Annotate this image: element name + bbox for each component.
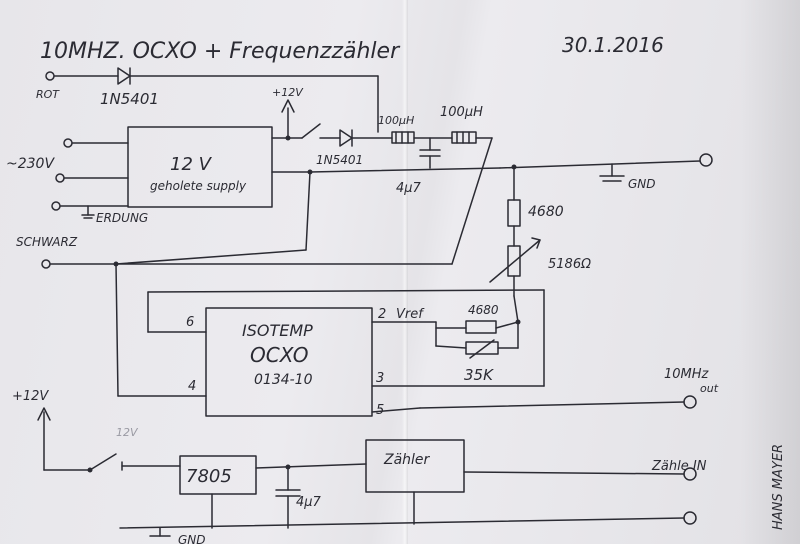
label-7805: 7805 xyxy=(186,466,232,487)
label-gnd-top: GND xyxy=(628,177,656,191)
label-zaehler-in: Zähle IN xyxy=(651,459,707,474)
label-gnd-bottom: GND xyxy=(178,533,206,544)
ocxo-pin5-output xyxy=(371,395,697,413)
label-r35k: 35K xyxy=(464,366,494,384)
counter-input-line xyxy=(463,471,685,475)
ocxo-label-2: OCXO xyxy=(250,343,308,367)
ground-rail-bottom xyxy=(119,511,697,537)
label-r4680-mid: 4680 xyxy=(468,303,499,317)
counter-input-terminal xyxy=(683,467,697,481)
supply-box xyxy=(127,126,273,208)
label-r5186: 5186Ω xyxy=(548,257,591,272)
label-rot: ROT xyxy=(36,88,60,101)
label-switch-faint: 12V xyxy=(116,426,139,439)
mains-inputs xyxy=(51,138,129,219)
label-12v-left: +12V xyxy=(12,389,49,404)
label-inductor-1: 100µH xyxy=(378,114,414,127)
label-10mhz-out-1: 10MHz xyxy=(664,367,710,382)
label-pin2: 2 xyxy=(378,307,386,322)
supply-positive-path xyxy=(271,99,493,265)
vref-divider xyxy=(489,166,541,323)
label-pin6: 6 xyxy=(186,315,194,330)
ocxo-pin2-network xyxy=(371,319,521,359)
label-erdung: ERDUNG xyxy=(96,211,148,225)
label-r4680-top: 4680 xyxy=(528,204,564,220)
ocxo-pin6-wiring xyxy=(147,289,545,387)
supply-label-2: geholete supply xyxy=(150,179,247,193)
bottom-supply xyxy=(37,407,367,529)
label-230v: ~230V xyxy=(6,156,55,172)
label-cap-2: 4µ7 xyxy=(296,495,322,510)
label-schwarz: SCHWARZ xyxy=(16,235,78,249)
label-pin5: 5 xyxy=(376,403,384,418)
label-inductor-2: 100µH xyxy=(440,105,483,120)
schematic-title: 10MHZ. OCXO + Frequenzzähler xyxy=(40,39,401,64)
ground-rail-top xyxy=(115,153,713,265)
label-pin4: 4 xyxy=(188,379,196,394)
ocxo-label-1: ISOTEMP xyxy=(242,321,313,340)
label-cap-1: 4µ7 xyxy=(396,181,422,196)
author-signature: HANS MAYER xyxy=(771,444,786,530)
ocxo-pin4-wiring xyxy=(115,263,207,397)
top-input-diode xyxy=(45,67,379,133)
schematic-date: 30.1.2016 xyxy=(562,33,664,57)
supply-label-1: 12 V xyxy=(170,154,213,175)
label-diode-mid: 1N5401 xyxy=(316,153,363,167)
paper-edge-shadow xyxy=(740,0,800,544)
label-pin3: 3 xyxy=(376,371,384,386)
label-vref: Vref xyxy=(396,307,425,322)
label-zaehler: Zähler xyxy=(383,452,431,468)
label-12v-switch: +12V xyxy=(272,86,304,99)
ocxo-label-3: 0134-10 xyxy=(254,372,313,388)
counter-box xyxy=(365,439,465,493)
paper-fold xyxy=(402,0,408,544)
label-10mhz-out-2: out xyxy=(700,382,719,395)
ocxo-box xyxy=(205,307,373,417)
schwarz-terminal xyxy=(41,259,51,269)
label-diode-top: 1N5401 xyxy=(100,90,159,108)
